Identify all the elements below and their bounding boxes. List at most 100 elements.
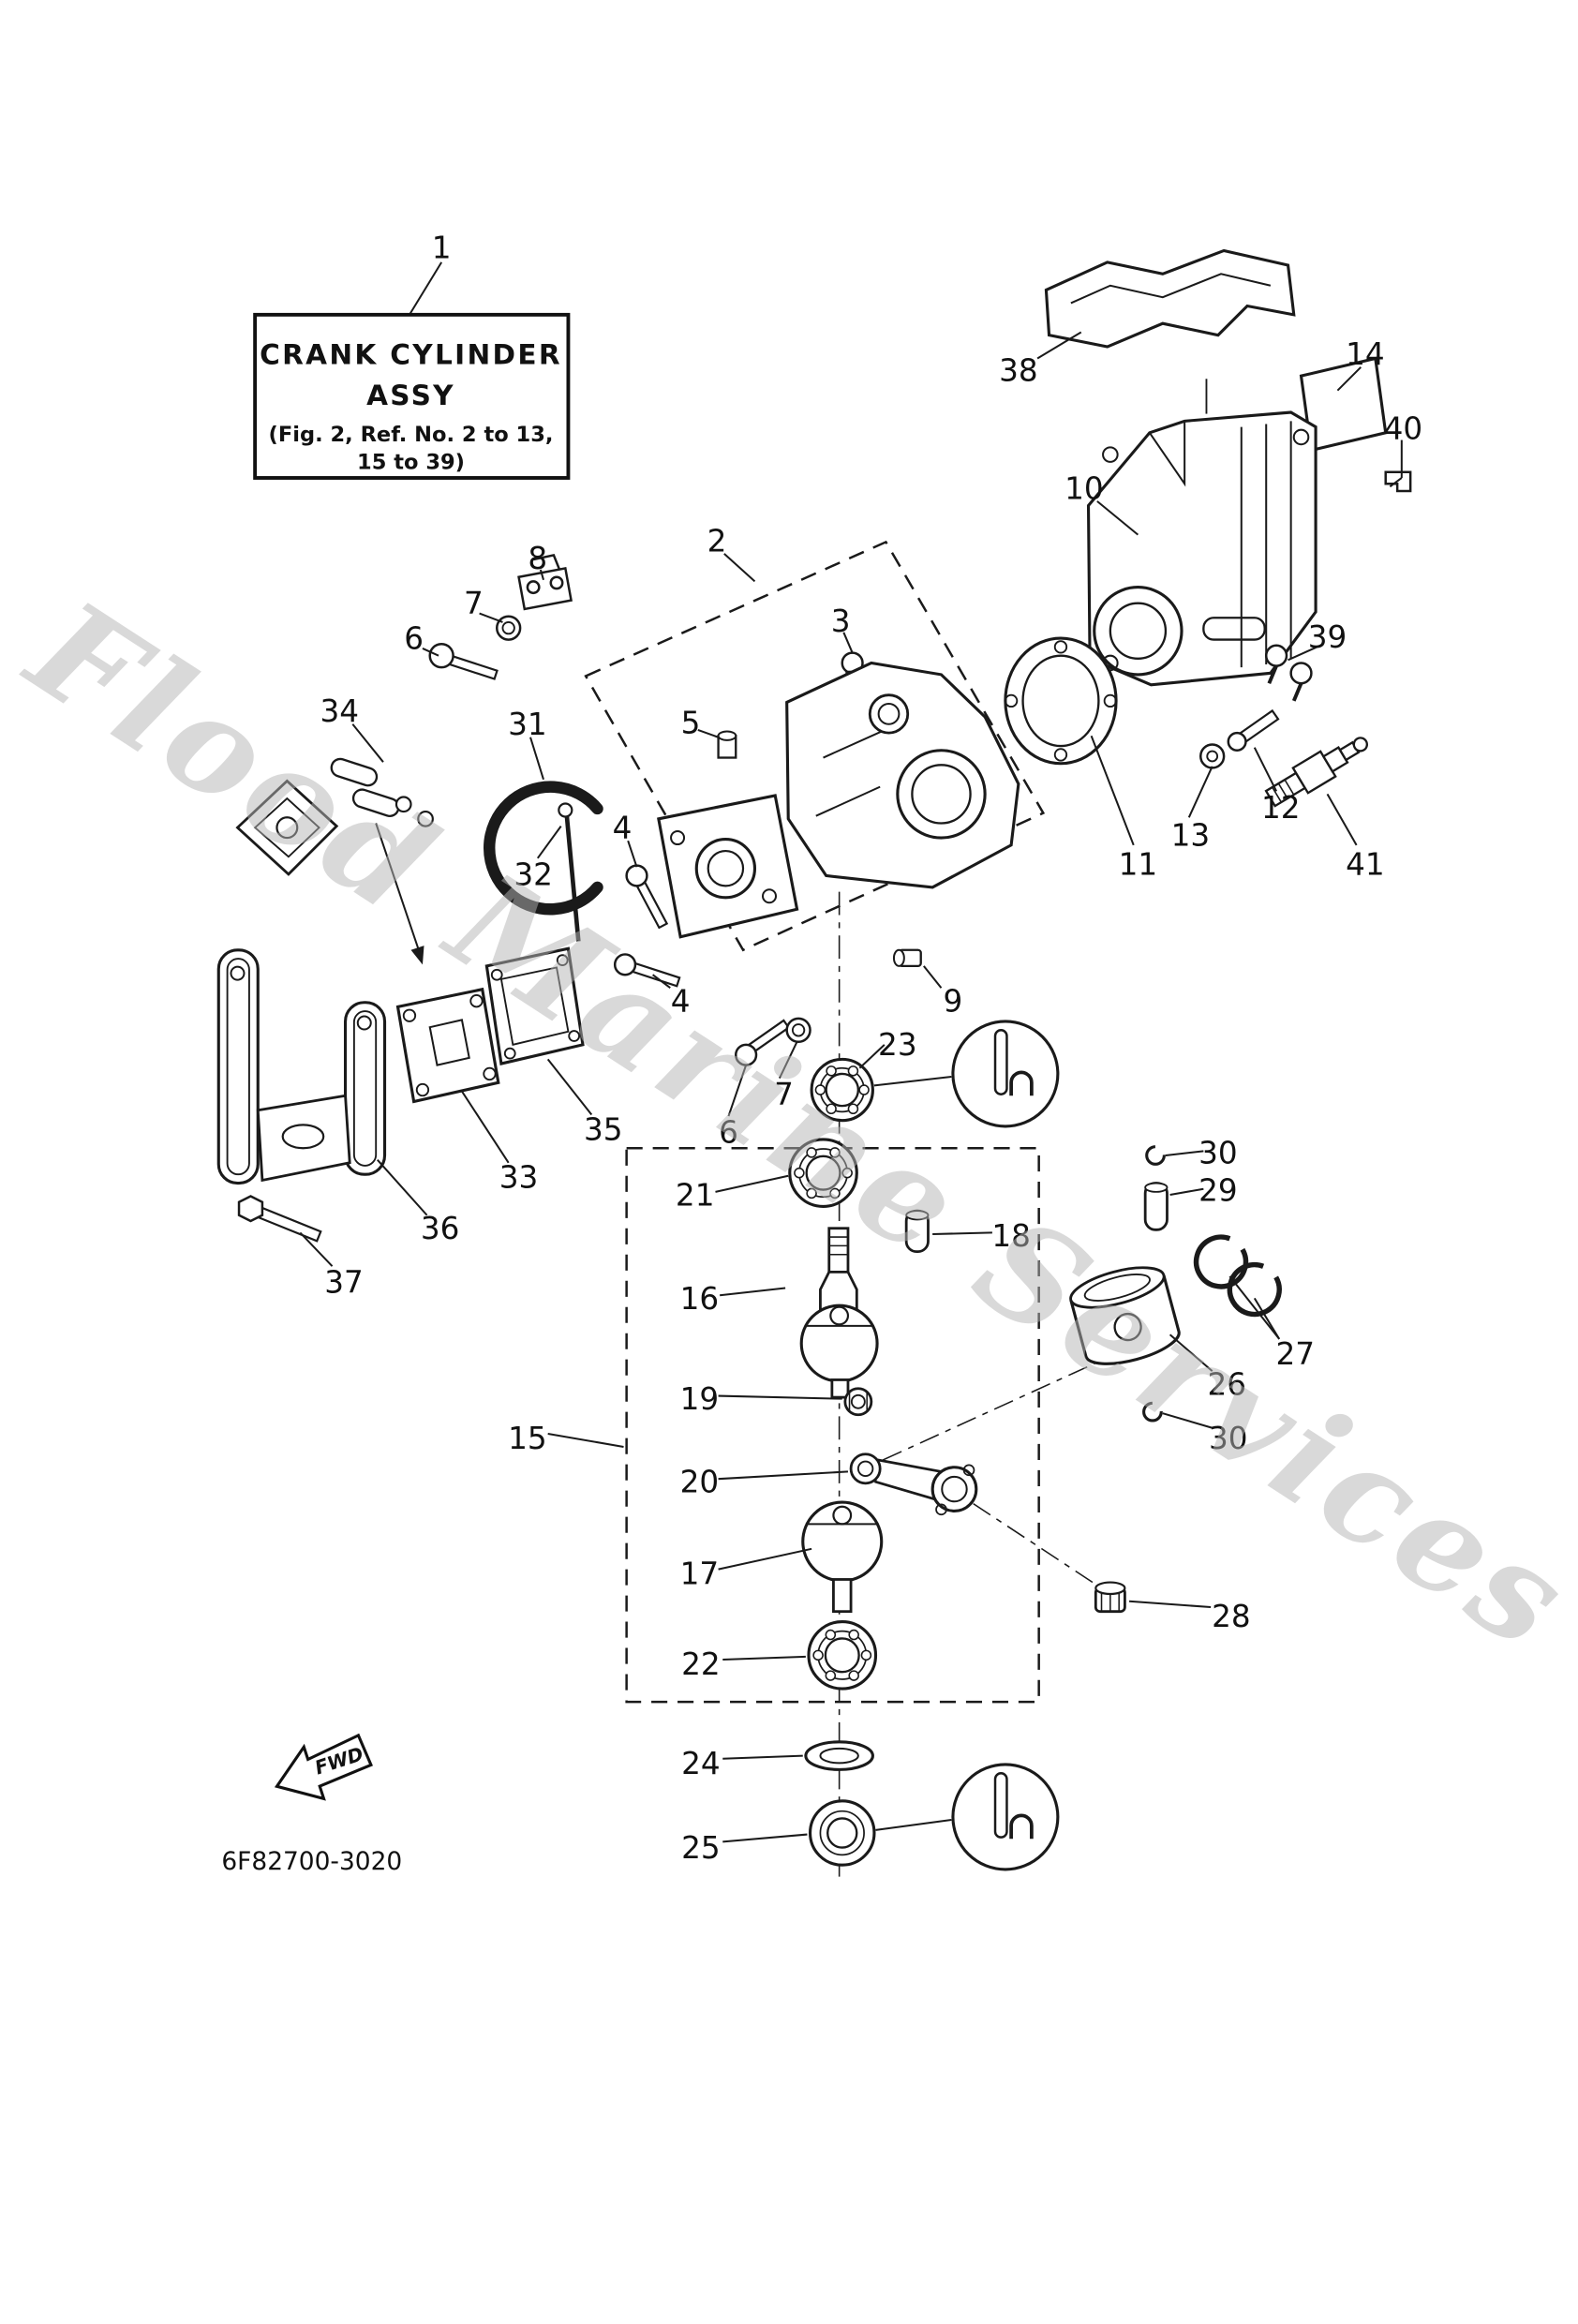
part-13-washer: [1199, 743, 1226, 769]
callout-8: 8: [528, 541, 547, 576]
part-30-clip-b: [1142, 1401, 1163, 1423]
callout-19: 19: [680, 1381, 720, 1417]
callout-1: 1: [432, 231, 452, 266]
part-37-bolt: [237, 1195, 322, 1243]
part-16-crankshaft: [799, 1227, 879, 1399]
callout-32: 32: [514, 857, 553, 892]
callout-16: 16: [680, 1281, 720, 1317]
callout-6: 6: [719, 1115, 738, 1151]
callout-38: 38: [999, 352, 1038, 388]
part-10-crankcase: [1086, 410, 1317, 687]
callout-4: 4: [613, 811, 633, 846]
callout-26: 26: [1207, 1367, 1246, 1403]
callout-20: 20: [680, 1465, 720, 1500]
fwd-arrow: FWD: [274, 1733, 373, 1801]
part-6-bolt: [428, 643, 499, 680]
part-12-bolt: [1227, 708, 1280, 752]
part-20-connecting-rod: [849, 1452, 978, 1516]
part-2-cylinder-assembly: [657, 661, 1020, 939]
part-21-bearing: [788, 1138, 858, 1208]
callout-37: 37: [324, 1265, 364, 1301]
callout-6: 6: [404, 620, 424, 656]
part-19-nut: [843, 1387, 873, 1417]
part-11-gasket: [1004, 636, 1118, 766]
part-25-oil-seal: [808, 1799, 876, 1867]
callout-7: 7: [464, 586, 484, 621]
part-36-bracket: [216, 948, 387, 1185]
detail-inset-clip-a: [951, 1020, 1060, 1128]
part-18-pin: [904, 1209, 930, 1254]
callout-2: 2: [707, 523, 727, 559]
part-27-piston-rings: [1193, 1234, 1282, 1318]
callout-34: 34: [320, 693, 360, 729]
part-24-washer: [804, 1740, 874, 1771]
title-line-2: ASSY: [366, 380, 455, 411]
part-30-clip-a: [1145, 1145, 1166, 1166]
title-line-3: (Fig. 2, Ref. No. 2 to 13,: [269, 423, 554, 447]
callout-3: 3: [831, 603, 851, 639]
callout-18: 18: [991, 1218, 1031, 1254]
callout-35: 35: [584, 1111, 623, 1147]
callout-29: 29: [1198, 1173, 1238, 1209]
part-9-bolt: [892, 948, 922, 968]
part-39-bolts: [1264, 644, 1313, 702]
part-34-bracket-set: [235, 757, 434, 876]
part-17-crank-web: [801, 1500, 884, 1614]
title-box-frame: [253, 312, 571, 480]
callout-17: 17: [680, 1557, 720, 1592]
callout-22: 22: [681, 1646, 721, 1682]
callout-41: 41: [1346, 846, 1385, 882]
part-4-bolt-a: [625, 864, 669, 930]
detail-inset-clip-b: [951, 1763, 1060, 1871]
callout-5: 5: [681, 706, 701, 741]
crank-assy-dashed-box: [625, 1146, 1040, 1704]
callout-36: 36: [421, 1211, 460, 1246]
part-22-bearing: [807, 1620, 878, 1691]
part-31-c-ring: [483, 781, 603, 916]
part-29-piston-pin: [1143, 1182, 1169, 1231]
callout-14: 14: [1346, 336, 1385, 372]
callout-24: 24: [681, 1746, 721, 1781]
part-5-plug: [717, 730, 737, 759]
part-26-piston: [1069, 1266, 1181, 1365]
part-32-pin: [558, 802, 581, 942]
part-33-gasket: [395, 987, 500, 1104]
callout-21: 21: [676, 1177, 715, 1213]
assembly-arrow: [375, 823, 424, 965]
callout-30: 30: [1198, 1135, 1238, 1170]
title-box: CRANK CYLINDER ASSY (Fig. 2, Ref. No. 2 …: [253, 312, 571, 480]
callout-12: 12: [1261, 790, 1301, 826]
callout-4: 4: [671, 984, 691, 1020]
part-8-bracket: [517, 553, 573, 611]
callout-11: 11: [1119, 846, 1158, 882]
callout-30: 30: [1209, 1421, 1248, 1456]
callout-28: 28: [1212, 1599, 1251, 1634]
callout-31: 31: [508, 707, 547, 742]
callout-27: 27: [1276, 1336, 1316, 1372]
callout-9: 9: [944, 984, 963, 1020]
callout-39: 39: [1308, 619, 1347, 655]
part-7-washer-b: [785, 1017, 811, 1043]
part-23-bearing: [810, 1057, 874, 1123]
part-41-spark-plug: [1264, 737, 1369, 808]
callout-13: 13: [1171, 817, 1211, 853]
callout-layer: 1234456677891011121314151617181920212223…: [320, 231, 1423, 1866]
callout-10: 10: [1064, 470, 1104, 506]
part-6-bolt-b: [735, 1019, 791, 1066]
leader-lines: [299, 261, 1403, 1843]
callout-23: 23: [878, 1027, 917, 1063]
callout-40: 40: [1384, 411, 1423, 447]
part-35-gasket: [484, 946, 585, 1065]
part-4-bolt-b: [613, 953, 681, 988]
callout-25: 25: [681, 1830, 721, 1866]
callout-15: 15: [508, 1421, 547, 1456]
part-38-bracket: [1044, 248, 1296, 349]
callout-7: 7: [774, 1077, 794, 1112]
part-7-washer: [496, 615, 522, 641]
title-line-1: CRANK CYLINDER: [260, 339, 562, 371]
drawing-number: 6F82700-3020: [221, 1847, 402, 1876]
part-28-bushing: [1094, 1581, 1126, 1614]
callout-33: 33: [499, 1160, 539, 1196]
